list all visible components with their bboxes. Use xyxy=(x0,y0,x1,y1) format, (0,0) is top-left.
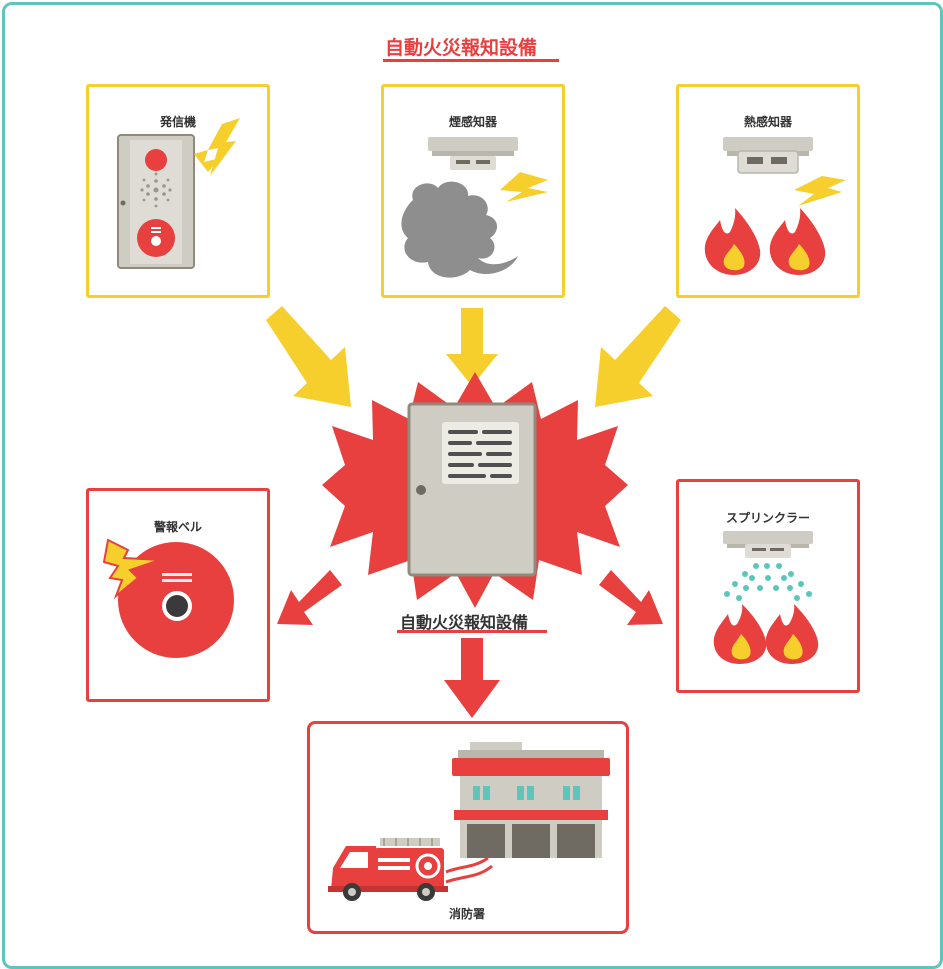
title-underline xyxy=(383,59,559,62)
page-title: 自動火災報知設備 xyxy=(385,37,538,59)
alarm-bell-icon xyxy=(102,538,234,658)
output-arrows xyxy=(277,570,663,718)
sprinkler-box xyxy=(676,479,860,693)
transmitter-label: 発信機 xyxy=(159,115,197,129)
center-label: 自動火災報知設備 xyxy=(400,613,529,632)
transmitter-icon xyxy=(117,118,240,269)
arrow-station xyxy=(444,638,500,718)
arrow-smoke xyxy=(446,308,498,386)
smoke-detector-label: 煙感知器 xyxy=(448,115,498,129)
sprinkler-icon xyxy=(713,531,819,664)
heat-detector-icon xyxy=(704,137,846,275)
heat-detector-label: 熱感知器 xyxy=(743,115,793,129)
fire-station-icon xyxy=(445,742,610,884)
control-panel-icon xyxy=(407,402,537,577)
fire-truck-icon xyxy=(328,838,448,901)
arrow-sprinkler xyxy=(599,570,663,625)
center-underline xyxy=(397,630,547,633)
fire-station-label: 消防署 xyxy=(448,907,486,921)
smoke-detector-icon xyxy=(401,137,548,278)
input-arrows xyxy=(266,306,681,407)
arrow-transmitter xyxy=(266,306,351,407)
arrow-bell xyxy=(277,570,342,625)
water-spray xyxy=(724,563,812,601)
arrow-heat xyxy=(595,306,681,407)
alarm-bell-label: 警報ベル xyxy=(153,520,203,534)
sprinkler-label: スプリンクラー xyxy=(725,511,811,525)
